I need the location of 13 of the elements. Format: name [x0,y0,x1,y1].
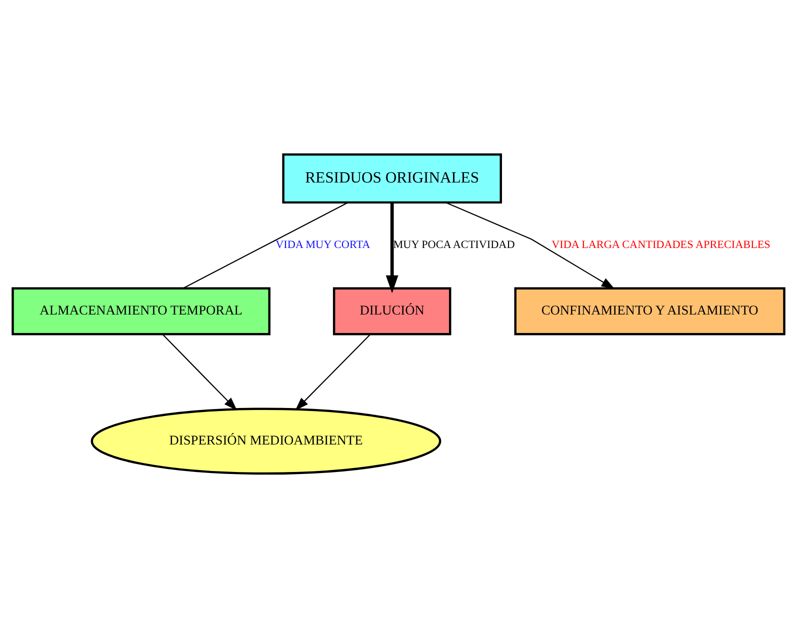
edge-label: VIDA LARGA CANTIDADES APRECIABLES [552,238,770,251]
edge-label: MUY POCA ACTIVIDAD [393,238,515,251]
edge-label: VIDA MUY CORTA [276,238,370,251]
arrow [386,202,398,293]
node-box: RESIDUOS ORIGINALES [282,152,502,204]
node-box: CONFINAMIENTO Y AISLAMIENTO [514,286,786,335]
arrow [295,333,371,410]
node-ellipse: DISPERSIÓN MEDIOAMBIENTE [90,407,442,474]
connector [182,201,348,288]
arrow [162,333,238,410]
node-box: DILUCIÓN [332,286,452,335]
node-box: ALMACENAMIENTO TEMPORAL [12,286,270,335]
arrow [445,201,615,289]
